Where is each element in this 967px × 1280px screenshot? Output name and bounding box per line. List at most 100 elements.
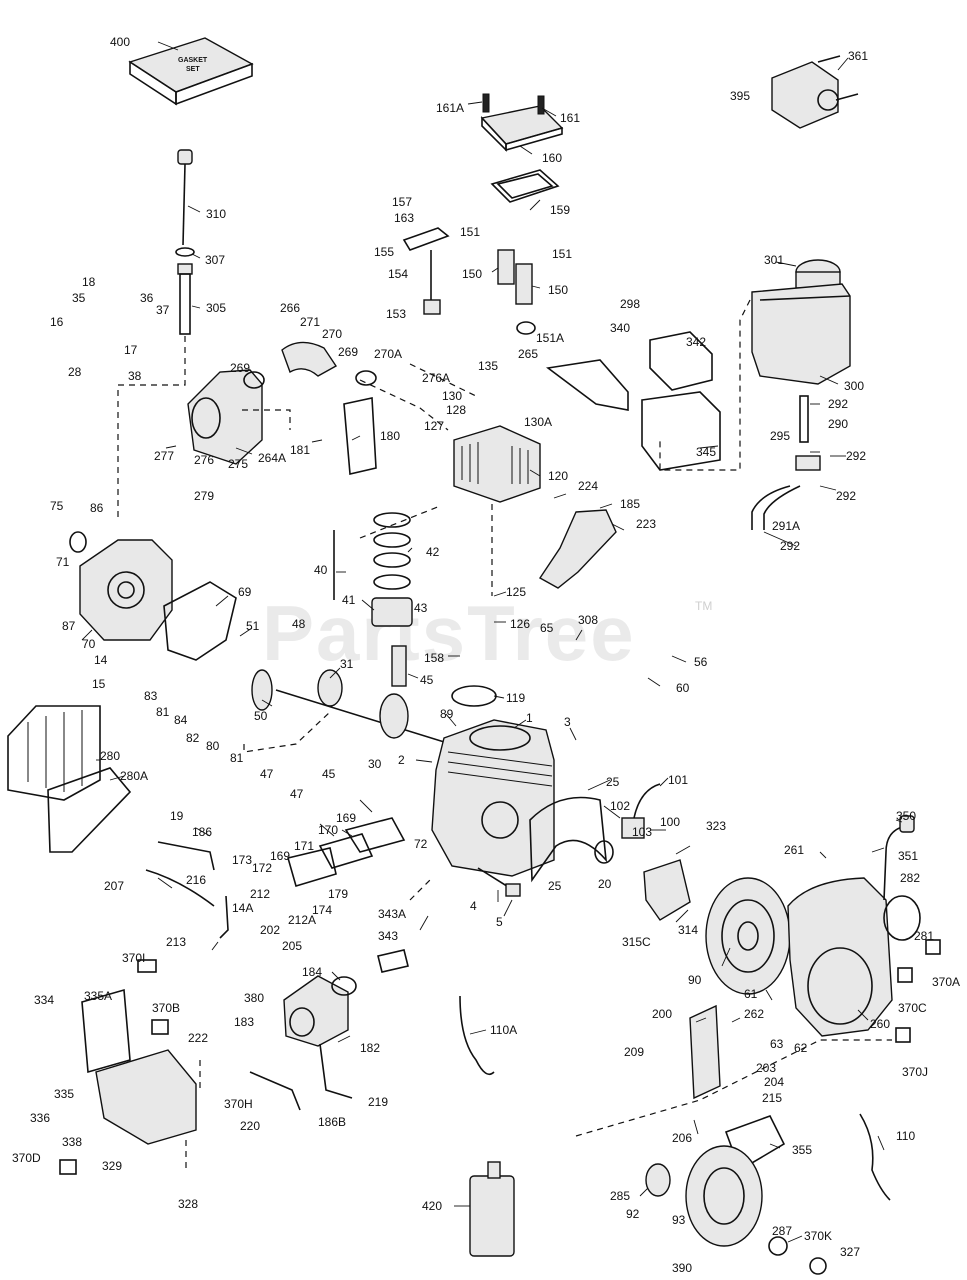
callout-370c: 370C <box>898 1001 927 1015</box>
callout-184: 184 <box>302 965 322 979</box>
callout-119: 119 <box>506 691 525 705</box>
part-265-heat-shield <box>545 359 629 411</box>
callout-151: 151 <box>460 225 480 239</box>
callout-81: 81 <box>156 705 170 719</box>
part-315c-ignition <box>643 859 691 921</box>
callout-31: 31 <box>340 657 354 671</box>
watermark-text: PartsTree <box>262 589 636 677</box>
part-290-fuel-line <box>751 395 821 530</box>
callout-206: 206 <box>672 1131 692 1145</box>
callout-161: 161 <box>560 111 580 125</box>
callout-186: 186 <box>192 825 212 839</box>
callout-62: 62 <box>794 1041 808 1055</box>
callout-60: 60 <box>676 681 690 695</box>
gasket-box-line2: SET <box>186 66 200 73</box>
callout-153: 153 <box>386 307 406 321</box>
callout-292: 292 <box>828 397 848 411</box>
callout-361: 361 <box>848 49 868 63</box>
callout-180: 180 <box>380 429 400 443</box>
callout-1: 1 <box>526 711 533 725</box>
callout-315c: 315C <box>622 935 651 949</box>
callout-335: 335 <box>54 1087 74 1101</box>
callout-173: 173 <box>232 853 252 867</box>
part-180-gasket <box>343 397 377 475</box>
callout-125: 125 <box>506 585 526 599</box>
part-260-blower-housing <box>787 877 893 1037</box>
callout-179: 179 <box>328 887 348 901</box>
callout-19: 19 <box>170 809 184 823</box>
callout-86: 86 <box>90 501 104 515</box>
part-110a-wire <box>459 995 495 1076</box>
callout-56: 56 <box>694 655 708 669</box>
callout-308: 308 <box>578 613 598 627</box>
callout-212a: 212A <box>288 913 316 927</box>
callout-276a: 276A <box>422 371 450 385</box>
callout-307: 307 <box>205 253 225 267</box>
callout-61: 61 <box>744 987 758 1001</box>
callout-93: 93 <box>672 1213 686 1227</box>
callout-101: 101 <box>668 773 688 787</box>
callout-150: 150 <box>548 283 568 297</box>
part-171-gasket <box>318 833 374 869</box>
part-219-rod <box>319 1043 353 1099</box>
callout-282: 282 <box>900 871 920 885</box>
callout-14: 14 <box>94 653 108 667</box>
callout-157: 157 <box>392 195 412 209</box>
callout-287: 287 <box>772 1224 792 1238</box>
callout-370k: 370K <box>804 1229 832 1243</box>
callout-110: 110 <box>896 1129 915 1143</box>
callout-280: 280 <box>100 749 120 763</box>
part-186-link <box>157 841 215 871</box>
part-20-seal <box>594 840 614 864</box>
callout-171: 171 <box>294 839 314 853</box>
part-281-screen <box>883 895 921 941</box>
callout-43: 43 <box>414 601 428 615</box>
callout-279: 279 <box>194 489 214 503</box>
callout-342: 342 <box>686 335 706 349</box>
callout-163: 163 <box>394 211 414 225</box>
callout-183: 183 <box>234 1015 254 1029</box>
callout-16: 16 <box>50 315 64 329</box>
part-159-gasket <box>490 169 560 203</box>
part-150-valve-springs <box>497 249 536 335</box>
part-340-bracket <box>649 331 713 391</box>
callout-169: 169 <box>270 849 290 863</box>
callout-71: 71 <box>56 555 70 569</box>
callout-2: 2 <box>398 753 405 767</box>
callout-292: 292 <box>846 449 866 463</box>
callout-271: 271 <box>300 315 320 329</box>
part-90-flywheel <box>705 877 791 995</box>
callout-81: 81 <box>230 751 244 765</box>
callout-158: 158 <box>424 651 444 665</box>
part-172-gasket <box>287 847 337 887</box>
callout-334: 334 <box>34 993 54 1007</box>
callout-216: 216 <box>186 873 206 887</box>
part-335-cover <box>81 988 197 1145</box>
callout-25: 25 <box>606 775 620 789</box>
callout-169: 169 <box>336 811 356 825</box>
callout-41: 41 <box>342 593 356 607</box>
callout-5: 5 <box>496 915 503 929</box>
callout-48: 48 <box>292 617 306 631</box>
part-327-shape <box>809 1257 827 1275</box>
callout-340: 340 <box>610 321 630 335</box>
part-343-bracket <box>377 949 409 973</box>
callout-355: 355 <box>792 1143 812 1157</box>
callout-281: 281 <box>914 929 934 943</box>
callout-40: 40 <box>314 563 328 577</box>
callout-110a: 110A <box>490 1023 517 1037</box>
callout-labels: 400361395161A161160310157163159151151155… <box>12 35 960 1275</box>
callout-126: 126 <box>510 617 530 631</box>
callout-83: 83 <box>144 689 158 703</box>
part-380-carburetor <box>283 975 349 1047</box>
callout-103: 103 <box>632 825 652 839</box>
callout-92: 92 <box>626 1207 640 1221</box>
callout-323: 323 <box>706 819 726 833</box>
callout-260: 260 <box>870 1017 890 1031</box>
part-280-shroud <box>7 705 132 853</box>
callout-310: 310 <box>206 207 226 221</box>
part-69-gasket <box>163 581 237 661</box>
callout-87: 87 <box>62 619 76 633</box>
part-310-dipstick <box>175 149 195 335</box>
callout-345: 345 <box>696 445 716 459</box>
